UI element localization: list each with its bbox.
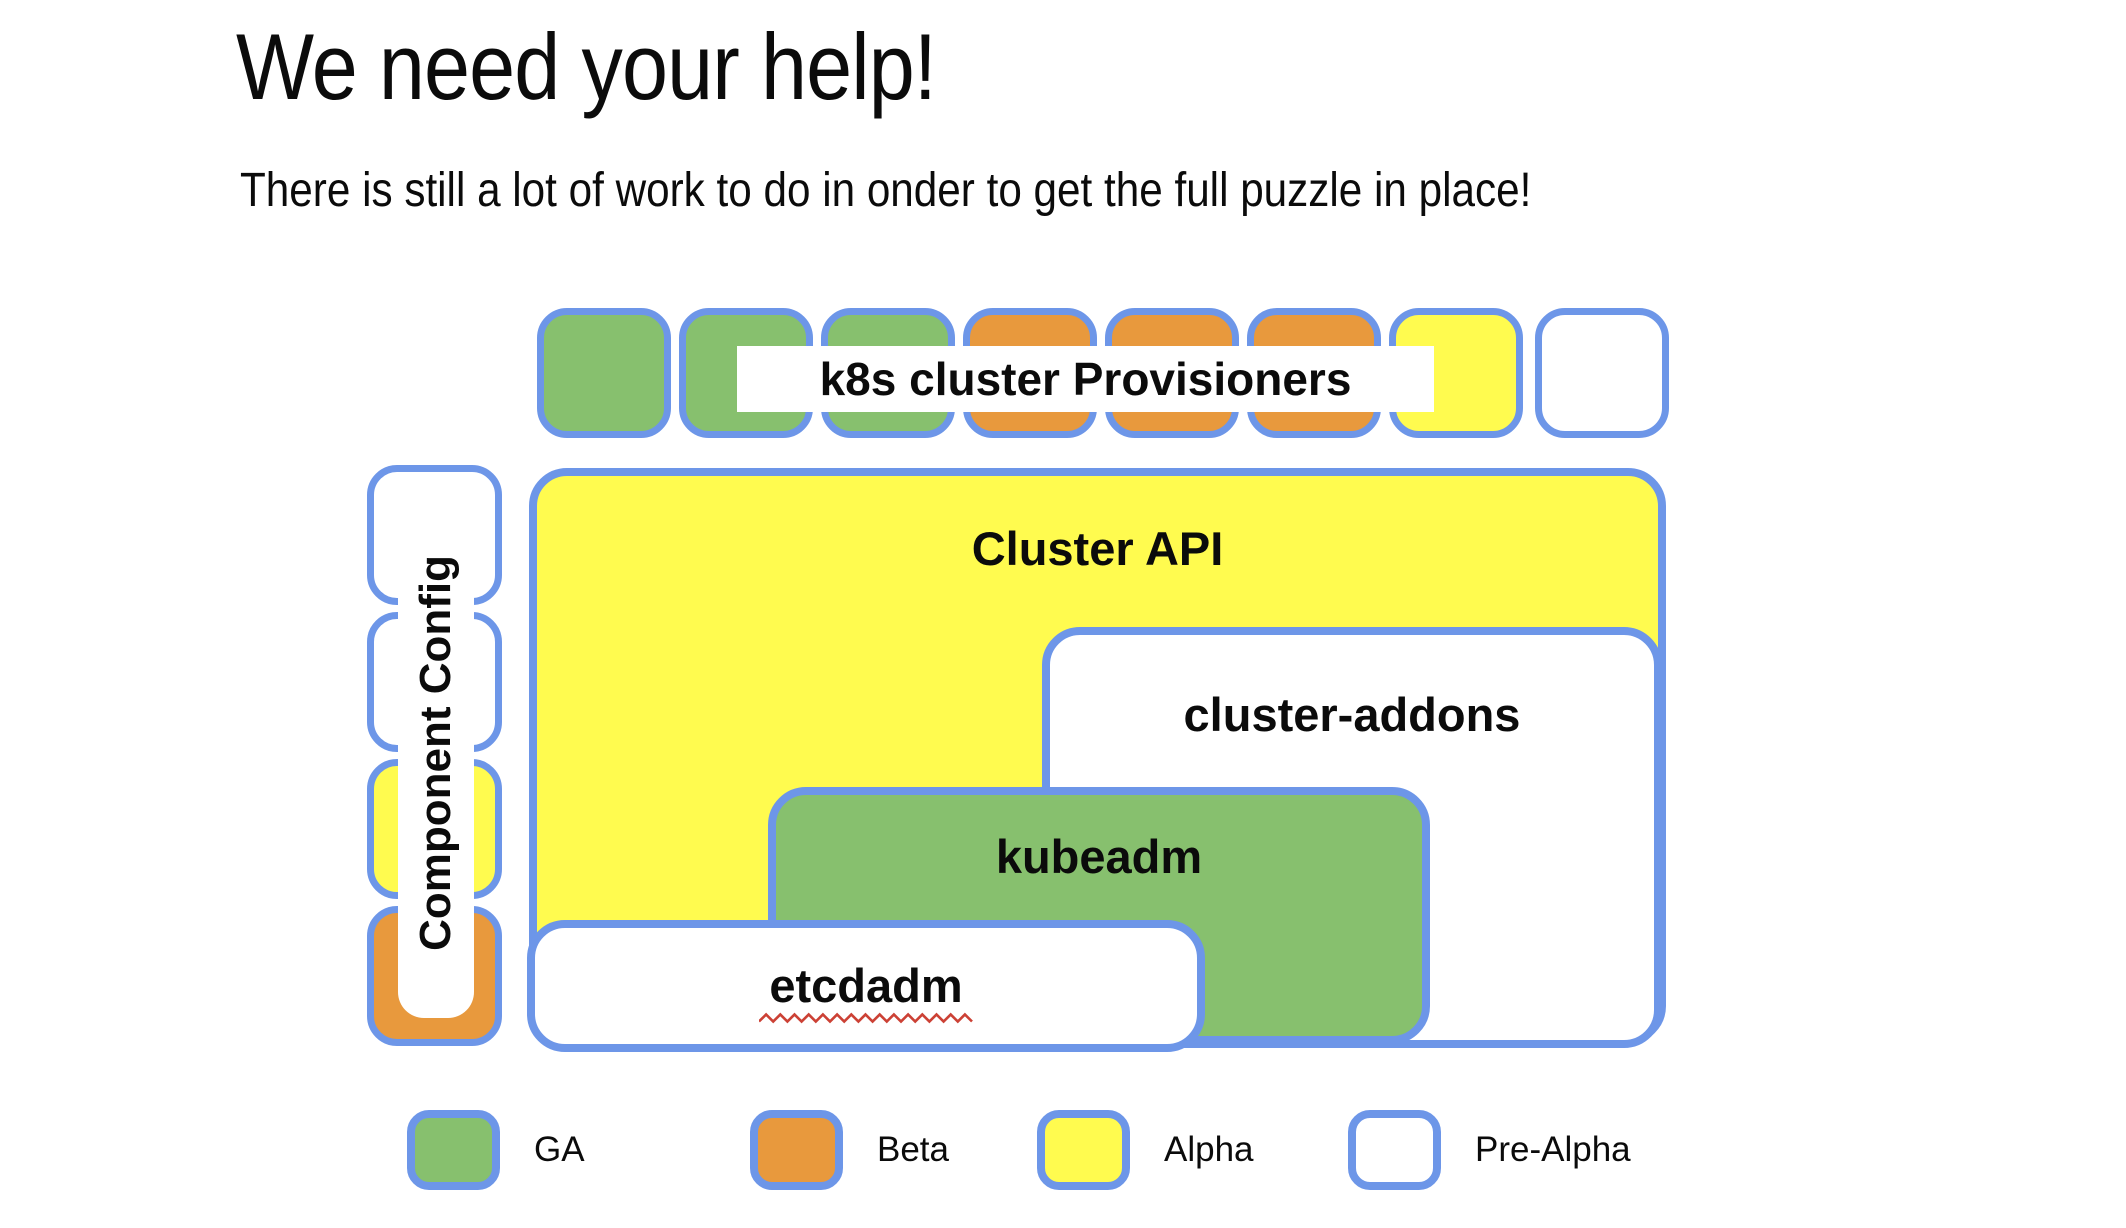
legend-item-ga: GA [407,1110,585,1190]
box-kubeadm-label: kubeadm [995,830,1203,883]
legend-swatch-beta [750,1110,843,1190]
provisioner-square-prealpha [1535,308,1669,438]
provisioners-label: k8s cluster Provisioners [819,353,1352,405]
legend-label: Alpha [1164,1130,1254,1169]
legend: GA Beta Alpha Pre-Alpha [0,1110,2126,1192]
provisioners-label-bar: k8s cluster Provisioners [737,346,1434,412]
legend-swatch-prealpha [1348,1110,1441,1190]
legend-label: GA [534,1130,585,1169]
spellcheck-squiggle-icon [759,1012,973,1024]
legend-item-alpha: Alpha [1037,1110,1254,1190]
component-config-label: Component Config [411,554,460,951]
box-etcdadm: etcdadm [527,920,1205,1052]
legend-swatch-alpha [1037,1110,1130,1190]
legend-label: Beta [877,1130,949,1169]
box-etcdadm-label: etcdadm [769,959,963,1012]
legend-label: Pre-Alpha [1475,1130,1631,1169]
box-cluster-api-label: Cluster API [971,522,1224,575]
component-config-label-bar: Component Config [398,487,474,1018]
provisioner-square-ga [537,308,671,438]
page-subtitle: There is still a lot of work to do in on… [240,164,1532,217]
box-cluster-addons-label: cluster-addons [1183,688,1521,741]
page-title: We need your help! [236,14,937,119]
legend-swatch-ga [407,1110,500,1190]
legend-item-pre-alpha: Pre-Alpha [1348,1110,1631,1190]
legend-item-beta: Beta [750,1110,949,1190]
